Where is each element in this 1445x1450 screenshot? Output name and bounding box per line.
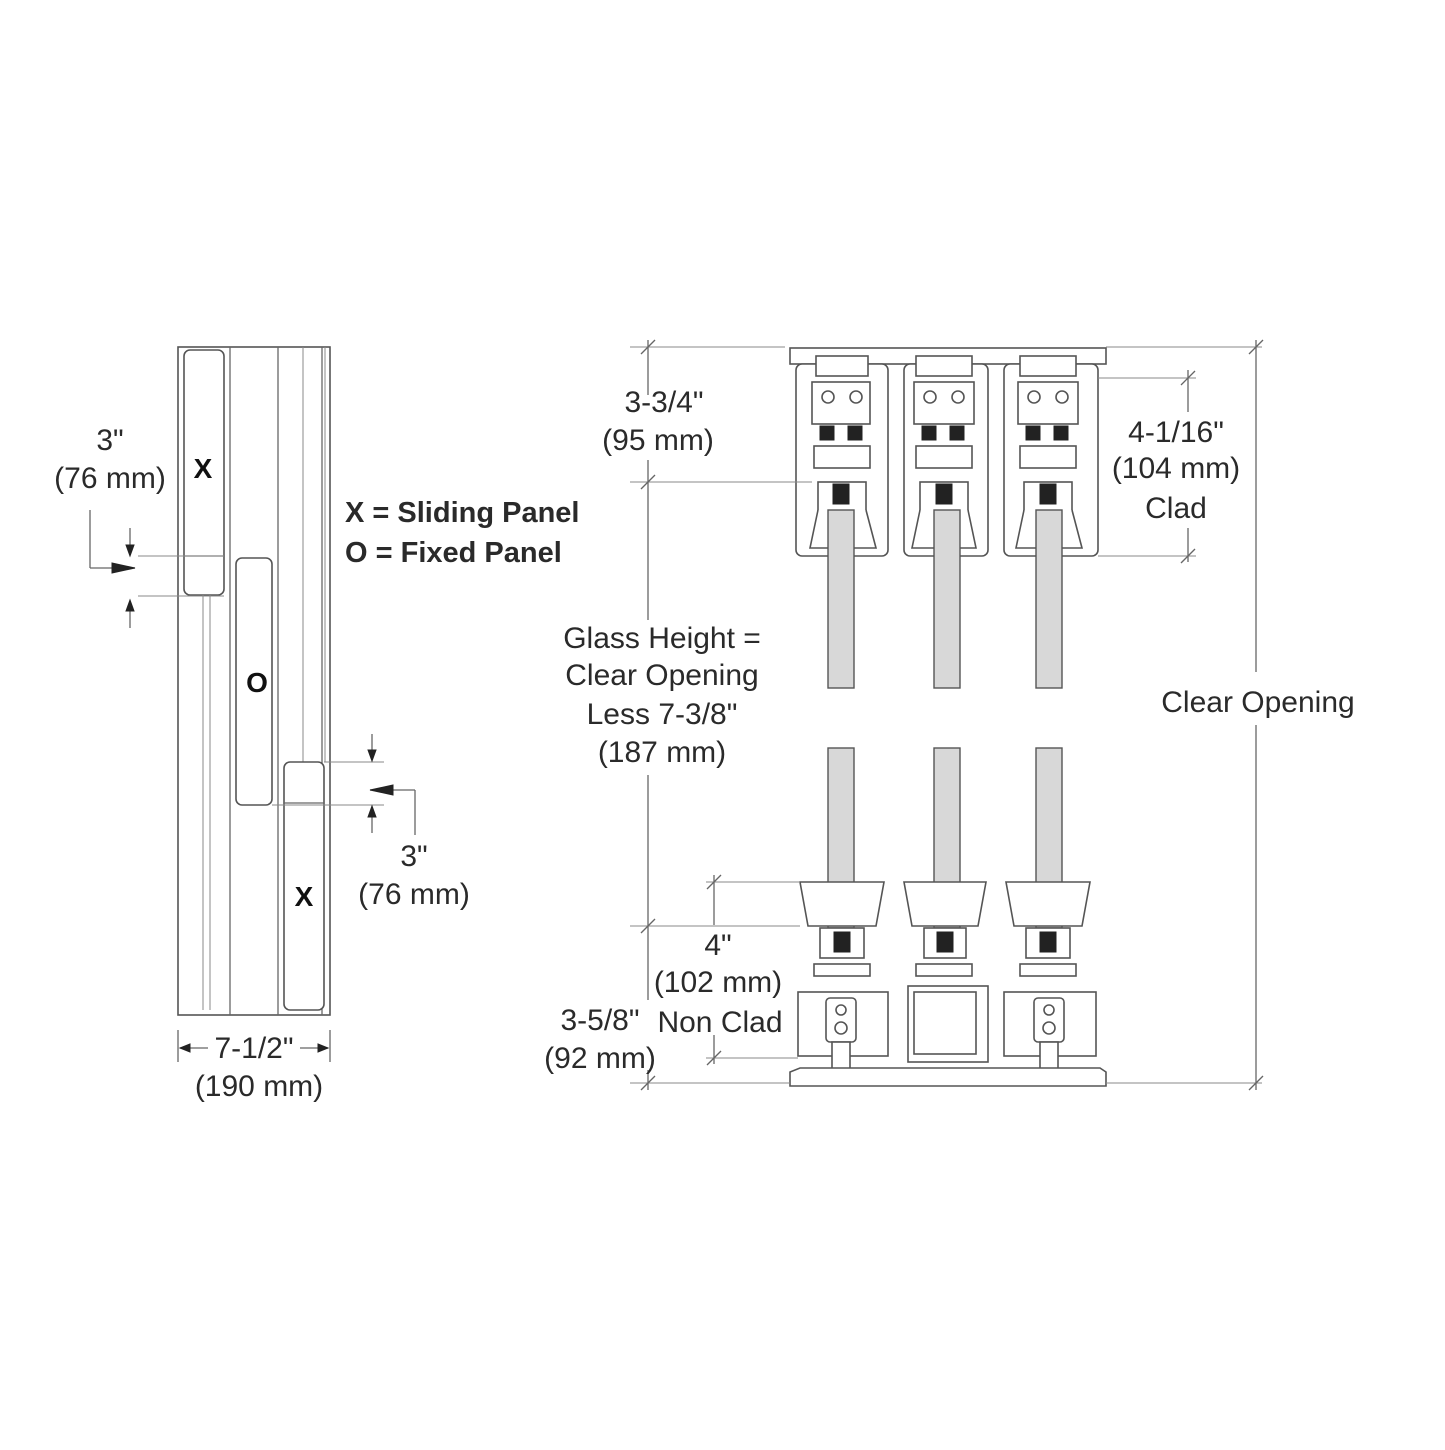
arrow-down-icon <box>367 749 377 763</box>
glass-upper-3 <box>1035 509 1063 689</box>
non-clad-dim-metric: (102 mm) <box>654 966 782 999</box>
bottom-guide-assembly-3 <box>1003 881 1097 1075</box>
width-metric: (190 mm) <box>195 1070 323 1103</box>
clad-dim-note: Clad <box>1145 492 1207 525</box>
dim-tick <box>640 1075 656 1091</box>
arrow-up-icon <box>367 804 377 818</box>
sliding-panel-top <box>183 349 225 596</box>
glass-upper-1 <box>827 509 855 689</box>
dim-tick <box>1180 370 1196 386</box>
sill-dim-imperial: 3-5/8" <box>560 1004 639 1037</box>
clear-opening-label: Clear Opening <box>1161 686 1354 719</box>
width-imperial: 7-1/2" <box>214 1032 293 1065</box>
plan-view-drawing: X O X <box>89 346 416 1062</box>
bottom-guide-assembly-1 <box>797 881 889 1075</box>
dim-tick <box>1180 548 1196 564</box>
header-dim-metric: (95 mm) <box>602 424 714 457</box>
arrow-left-icon <box>369 784 394 796</box>
arrow-right-icon <box>317 1043 330 1053</box>
clad-dim-metric: (104 mm) <box>1112 452 1240 485</box>
header-dim-imperial: 3-3/4" <box>624 386 703 419</box>
glass-height-line2: Clear Opening <box>565 659 758 692</box>
arrow-down-icon <box>125 544 135 558</box>
sill-track <box>789 1067 1107 1087</box>
legend-sliding-panel: X = Sliding Panel <box>345 497 579 529</box>
sliding-panel-bottom <box>283 761 325 1011</box>
dim-tick <box>640 339 656 355</box>
glass-height-line3: Less 7-3/8" <box>587 698 738 731</box>
dim-tick <box>640 918 656 934</box>
bottom-gap-metric: (76 mm) <box>358 878 470 911</box>
legend-fixed-panel: O = Fixed Panel <box>345 537 562 569</box>
fixed-panel <box>235 557 273 806</box>
dim-tick <box>706 874 722 890</box>
non-clad-dim-imperial: 4" <box>704 929 731 962</box>
glass-upper-2 <box>933 509 961 689</box>
section-view-drawing <box>630 339 1264 1091</box>
glass-height-line1: Glass Height = <box>563 622 761 655</box>
dim-tick <box>1248 1075 1264 1091</box>
clad-dim-imperial: 4-1/16" <box>1128 416 1224 449</box>
arrow-right-icon <box>111 562 136 574</box>
mark-sliding-bottom: X <box>295 881 314 912</box>
mark-sliding-top: X <box>194 453 213 484</box>
top-roller-assembly-1 <box>795 355 889 557</box>
dim-tick <box>706 1050 722 1066</box>
glass-height-metric: (187 mm) <box>598 736 726 769</box>
non-clad-dim-note: Non Clad <box>657 1006 782 1039</box>
arrow-left-icon <box>178 1043 191 1053</box>
arrow-up-icon <box>125 598 135 612</box>
bottom-gap-imperial: 3" <box>400 840 427 873</box>
top-gap-imperial: 3" <box>96 424 123 457</box>
top-gap-metric: (76 mm) <box>54 462 166 495</box>
dim-tick <box>1248 339 1264 355</box>
sill-dim-metric: (92 mm) <box>544 1042 656 1075</box>
mark-fixed: O <box>246 667 268 698</box>
dim-tick <box>640 474 656 490</box>
bottom-guide-assembly-2 <box>903 881 989 1083</box>
top-roller-assembly-3 <box>1003 355 1099 557</box>
